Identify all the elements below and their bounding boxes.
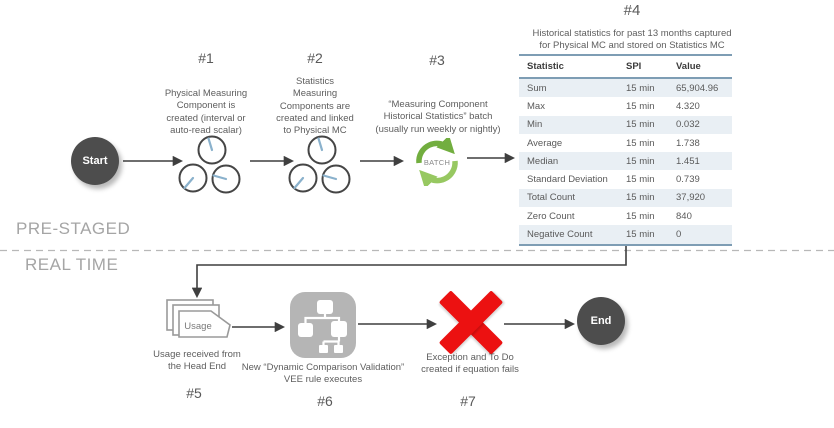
table-row: Total Count 15 min 37,920 (519, 188, 732, 208)
pre-staged-label: PRE-STAGED (16, 219, 131, 238)
step6-id: #6 (317, 393, 333, 409)
step7-text: Exception and To Do created if equation … (421, 352, 519, 376)
table-row: Max 15 min 4.320 (519, 97, 732, 115)
table-cell: 15 min (626, 174, 655, 186)
table-cell: 37,920 (676, 192, 706, 204)
vee-rule-flowchart-icon (290, 292, 356, 363)
step2-id: #2 (307, 50, 323, 66)
start-node-label: Start (82, 155, 108, 167)
table-cell: Min (527, 119, 543, 131)
table-header-row: Statistic SPI Value (519, 56, 732, 79)
table-cell: 65,904.96 (676, 82, 719, 94)
table-cell: 0 (676, 229, 682, 241)
table-row: Negative Count 15 min 0 (519, 225, 732, 244)
step3-id: #3 (429, 52, 445, 68)
exception-x-icon (438, 290, 504, 355)
step2-text: Statistics Measuring Components are crea… (276, 76, 354, 137)
table-cell: 15 min (626, 82, 655, 94)
end-node: End (577, 297, 625, 345)
table-cell: Median (527, 155, 559, 167)
table-cell: 15 min (626, 210, 655, 222)
table-cell: 840 (676, 210, 692, 222)
table-row: Median 15 min 1.451 (519, 152, 732, 171)
table-row: Zero Count 15 min 840 (519, 207, 732, 225)
table-row: Sum 15 min 65,904.96 (519, 79, 732, 98)
table-cell: Total Count (527, 192, 576, 204)
table-cell: Sum (527, 82, 547, 94)
statistics-mc-clocks-icon (286, 134, 358, 203)
start-node: Start (71, 137, 119, 185)
table-cell: 0.739 (676, 174, 700, 186)
step4-caption: Historical statistics for past 13 months… (532, 28, 732, 52)
table-row: Standard Deviation 15 min 0.739 (519, 170, 732, 188)
table-cell: Average (527, 137, 563, 149)
table-cell: 0.032 (676, 119, 700, 131)
col-header-spi: SPI (626, 61, 642, 72)
step6-text: New “Dynamic Comparison Validation” VEE … (241, 362, 405, 386)
end-node-label: End (590, 315, 612, 327)
real-time-label: REAL TIME (25, 255, 119, 274)
step3-text: “Measuring Component Historical Statisti… (375, 99, 501, 135)
table-cell: 15 min (626, 137, 655, 149)
step1-text: Physical Measuring Component is created … (164, 88, 248, 137)
table-cell: 1.451 (676, 155, 700, 167)
step5-id: #5 (186, 385, 202, 401)
elbow-table-to-usage (191, 243, 627, 299)
step7-id: #7 (460, 393, 476, 409)
col-header-statistic: Statistic (527, 61, 564, 72)
table-cell: 4.320 (676, 100, 700, 112)
table-cell: 15 min (626, 100, 655, 112)
table-cell: Standard Deviation (527, 174, 608, 186)
table-cell: 1.738 (676, 137, 700, 149)
step4-id: #4 (623, 2, 641, 19)
physical-mc-clocks-icon (176, 134, 248, 203)
table-cell: 15 min (626, 229, 655, 241)
col-header-value: Value (676, 61, 701, 72)
usage-icon-label: Usage (184, 321, 211, 332)
step1-id: #1 (198, 50, 214, 66)
table-cell: Negative Count (527, 229, 593, 241)
table-cell: 15 min (626, 155, 655, 167)
table-row: Average 15 min 1.738 (519, 134, 732, 152)
table-row: Min 15 min 0.032 (519, 115, 732, 134)
table-cell: Zero Count (527, 210, 575, 222)
table-cell: 15 min (626, 192, 655, 204)
usage-stack-icon: Usage (164, 299, 236, 350)
step5-text: Usage received from the Head End (153, 349, 241, 373)
batch-refresh-icon: BATCH (413, 135, 461, 191)
batch-icon-label: BATCH (424, 158, 450, 167)
table-cell: 15 min (626, 119, 655, 131)
table-cell: Max (527, 100, 545, 112)
